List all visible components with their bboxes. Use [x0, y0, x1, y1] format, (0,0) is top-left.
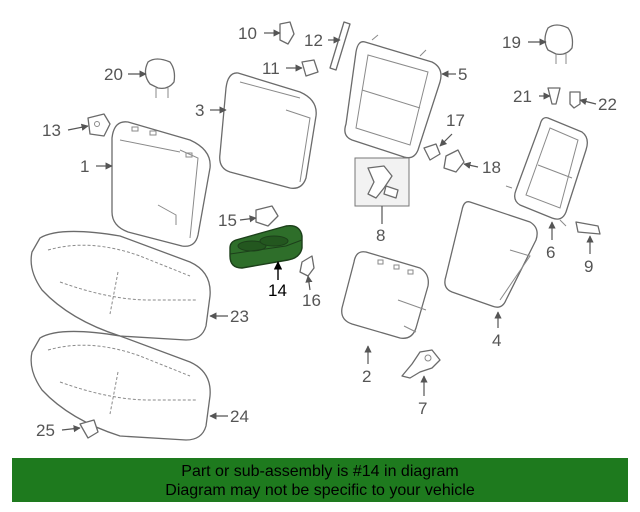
callout-14: 14 [268, 281, 287, 300]
guide-sleeve-part [569, 91, 581, 109]
callout-4: 4 [492, 331, 501, 350]
callout-21: 21 [513, 87, 532, 106]
leader-lines [61, 29, 597, 433]
callout-1: 1 [80, 157, 89, 176]
callout-15: 15 [218, 211, 237, 230]
callout-labels: 1 2 3 4 5 6 7 8 9 10 11 12 13 14 15 16 1… [36, 24, 617, 440]
knob-part [423, 143, 441, 161]
clip-part [279, 21, 295, 45]
center-seat-pad-part [341, 251, 429, 339]
banner-line-disclaimer: Diagram may not be specific to your vehi… [165, 482, 475, 499]
seat-cushion-part [30, 230, 211, 341]
callout-17: 17 [446, 111, 465, 130]
anchor-clip-part [79, 419, 99, 439]
callout-23: 23 [230, 307, 249, 326]
seat-back-pad-part [111, 121, 211, 247]
callout-19: 19 [502, 33, 521, 52]
headrest-guide-part [299, 255, 315, 277]
callout-9: 9 [584, 257, 593, 276]
hinge-bracket-part [401, 349, 441, 379]
right-seat-pad-part [444, 201, 538, 308]
seat-frame-part [344, 34, 442, 159]
callout-13: 13 [42, 121, 61, 140]
callout-22: 22 [598, 95, 617, 114]
callout-5: 5 [458, 65, 467, 84]
seat-cushion-pad-part [30, 330, 211, 441]
callout-2: 2 [362, 367, 371, 386]
info-banner: Part or sub-assembly is #14 in diagram D… [12, 458, 628, 502]
callout-10: 10 [238, 24, 257, 43]
seat-back-frame-cover-part [219, 72, 317, 189]
right-seat-frame-part [505, 117, 588, 227]
parts-diagram: 1 2 3 4 5 6 7 8 9 10 11 12 13 14 15 16 1… [30, 21, 617, 441]
armrest-cupholder-part [229, 225, 303, 269]
callout-18: 18 [482, 158, 501, 177]
callout-7: 7 [418, 399, 427, 418]
support-rod-part [329, 21, 351, 71]
callout-8: 8 [376, 226, 385, 245]
callout-12: 12 [304, 31, 323, 50]
callout-24: 24 [230, 407, 249, 426]
hinge-part [87, 113, 111, 137]
headrest-left-part [144, 58, 176, 98]
banner-line-part-number: Part or sub-assembly is #14 in diagram [181, 463, 459, 480]
callout-11: 11 [262, 59, 280, 78]
retainer-clip-part [301, 59, 319, 77]
guide-clip-part [255, 205, 279, 227]
callout-6: 6 [546, 243, 555, 262]
hardware-kit-box [354, 157, 410, 207]
callout-16: 16 [302, 291, 321, 310]
headrest-right-part [544, 24, 574, 64]
escutcheon-part [443, 149, 465, 173]
callout-20: 20 [104, 65, 123, 84]
latch-cover-part [575, 221, 601, 235]
callout-3: 3 [195, 101, 204, 120]
callout-25: 25 [36, 421, 55, 440]
